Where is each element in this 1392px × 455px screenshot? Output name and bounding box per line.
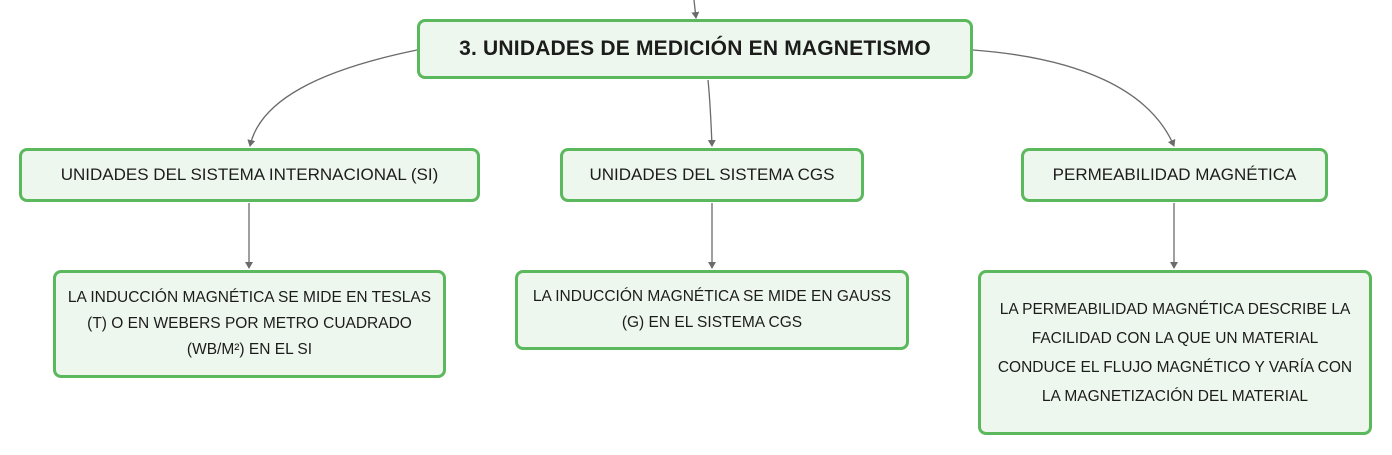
subtopic-permeability-detail-text: LA PERMEABILIDAD MAGNÉTICA DESCRIBE LA F… xyxy=(997,300,1353,405)
subtopic-si-detail-text: LA INDUCCIÓN MAGNÉTICA SE MIDE EN TESLAS… xyxy=(67,289,432,358)
topic-permeability-node[interactable]: PERMEABILIDAD MAGNÉTICA xyxy=(1021,148,1328,202)
topic-cgs-units-label: UNIDADES DEL SISTEMA CGS xyxy=(589,165,835,184)
subtopic-cgs-detail-text: LA INDUCCIÓN MAGNÉTICA SE MIDE EN GAUSS … xyxy=(532,288,892,331)
connector-root-to-permeability xyxy=(972,49,1176,147)
subtopic-si-detail-node[interactable]: LA INDUCCIÓN MAGNÉTICA SE MIDE EN TESLAS… xyxy=(53,270,446,378)
topic-si-units-label: UNIDADES DEL SISTEMA INTERNACIONAL (SI) xyxy=(60,165,439,184)
subtopic-cgs-detail-node[interactable]: LA INDUCCIÓN MAGNÉTICA SE MIDE EN GAUSS … xyxy=(515,270,909,350)
root-topic-label: 3. UNIDADES DE MEDICIÓN EN MAGNETISMO xyxy=(459,37,931,60)
topic-si-units-node[interactable]: UNIDADES DEL SISTEMA INTERNACIONAL (SI) xyxy=(19,148,480,202)
topic-permeability-label: PERMEABILIDAD MAGNÉTICA xyxy=(1052,165,1297,184)
topic-cgs-units-node[interactable]: UNIDADES DEL SISTEMA CGS xyxy=(560,148,864,202)
incoming-connector xyxy=(691,0,700,19)
connector-root-to-si xyxy=(247,49,418,147)
subtopic-permeability-detail-node[interactable]: LA PERMEABILIDAD MAGNÉTICA DESCRIBE LA F… xyxy=(978,270,1372,435)
root-topic-node[interactable]: 3. UNIDADES DE MEDICIÓN EN MAGNETISMO xyxy=(417,19,973,79)
connector-root-to-cgs xyxy=(707,79,716,147)
